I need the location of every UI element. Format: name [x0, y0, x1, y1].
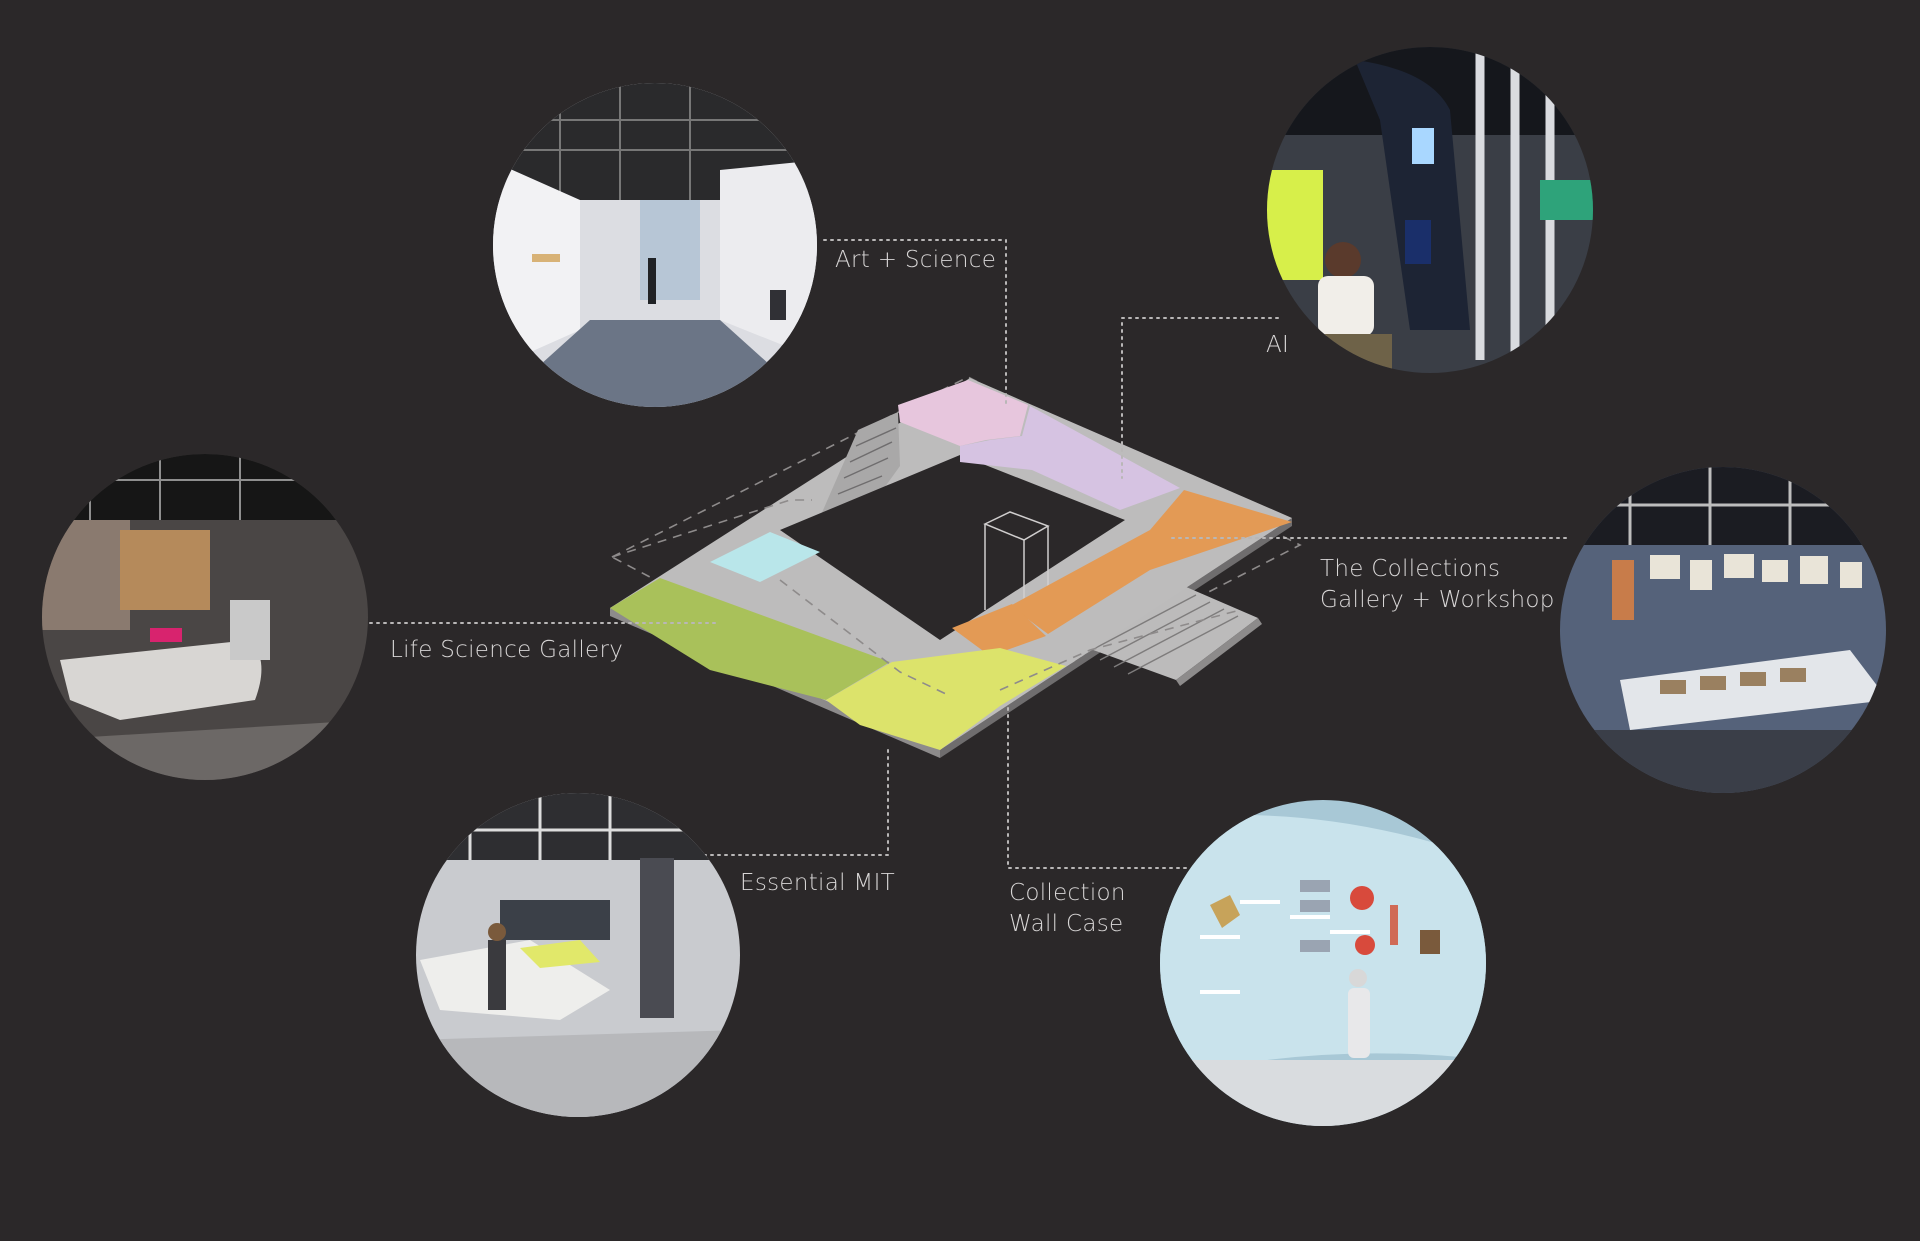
- label-life-science: Life Science Gallery: [390, 637, 624, 663]
- label-ai: AI: [1266, 332, 1290, 358]
- photo-wall-case: [1160, 800, 1486, 1126]
- photo-collections: [1560, 467, 1886, 793]
- zone-life-science[interactable]: [610, 578, 890, 700]
- zone-collections[interactable]: [1010, 490, 1292, 634]
- label-essential-mit: Essential MIT: [740, 870, 896, 896]
- zone-ai[interactable]: [960, 406, 1180, 510]
- photo-art-science: [493, 83, 817, 407]
- photo-ai: [1267, 47, 1593, 373]
- leader-art-science: [823, 239, 1007, 406]
- label-art-science: Art + Science: [835, 247, 997, 273]
- atrium-void: [780, 455, 1125, 640]
- zone-wall-case[interactable]: [710, 532, 820, 582]
- zone-art-science[interactable]: [898, 380, 1028, 446]
- zone-essential-mit[interactable]: [826, 648, 1066, 750]
- leader-ai: [1121, 317, 1279, 479]
- photo-life-science: [42, 454, 368, 780]
- label-collections: The Collections Gallery + Workshop: [1320, 556, 1555, 613]
- label-wall-case: Collection Wall Case: [1009, 880, 1126, 937]
- leader-wall-case: [1007, 704, 1187, 869]
- leader-lines: [369, 239, 1567, 869]
- leader-essential-mit: [703, 747, 889, 856]
- floor-plan: [610, 376, 1302, 758]
- photo-essential-mit: [416, 793, 740, 1117]
